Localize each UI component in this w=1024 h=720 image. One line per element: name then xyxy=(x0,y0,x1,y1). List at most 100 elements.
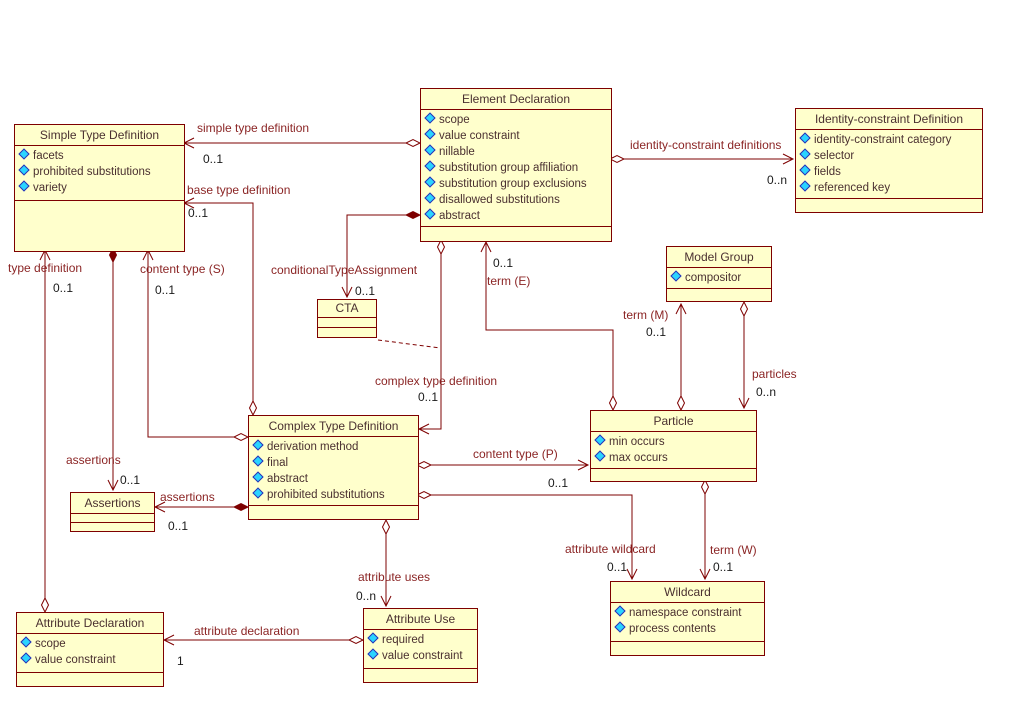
class-wildcard[interactable]: Wildcard namespace constraint process co… xyxy=(610,581,765,656)
attribute-row: compositor xyxy=(667,270,771,286)
edge-multiplicity: 0..1 xyxy=(155,283,175,297)
edge-base-type-definition[interactable] xyxy=(184,203,253,415)
edge-multiplicity: 0..n xyxy=(756,385,776,399)
attribute-diamond-icon xyxy=(367,648,379,660)
attributes-compartment: identity-constraint category selector fi… xyxy=(796,129,982,198)
edge-label: base type definition xyxy=(187,183,290,197)
operations-compartment xyxy=(364,668,477,682)
class-element-declaration[interactable]: Element Declaration scope value constrai… xyxy=(420,88,612,242)
class-title: CTA xyxy=(335,301,359,315)
attributes-compartment: facets prohibited substitutions variety xyxy=(15,145,184,200)
attribute-diamond-icon xyxy=(18,148,30,160)
attribute-label: selector xyxy=(814,150,855,162)
class-title: Identity-constraint Definition xyxy=(814,112,964,126)
attributes-compartment: required value constraint xyxy=(364,629,477,668)
attribute-label: value constraint xyxy=(439,130,520,142)
attribute-diamond-icon xyxy=(594,434,606,446)
class-particle[interactable]: Particle min occurs max occurs xyxy=(590,410,757,482)
edge-label: term (E) xyxy=(487,274,530,288)
operations-compartment xyxy=(611,641,764,655)
attribute-row: selector xyxy=(796,148,982,164)
attribute-label: referenced key xyxy=(814,182,891,194)
edge-multiplicity: 0..1 xyxy=(548,476,568,490)
attribute-diamond-icon xyxy=(252,439,264,451)
attribute-label: derivation method xyxy=(267,441,359,453)
class-title: Model Group xyxy=(684,250,754,264)
edge-label: type definition xyxy=(8,261,82,275)
attribute-label: final xyxy=(267,457,289,469)
attribute-diamond-icon xyxy=(18,180,30,192)
attribute-row: substitution group exclusions xyxy=(421,176,611,192)
edge-label: identity-constraint definitions xyxy=(630,138,781,152)
operations-compartment xyxy=(318,327,376,337)
edge-multiplicity: 0..n xyxy=(356,589,376,603)
attribute-row: required xyxy=(364,632,477,648)
attribute-row: nillable xyxy=(421,144,611,160)
attribute-diamond-icon xyxy=(424,128,436,140)
edge-content-type-s[interactable] xyxy=(148,250,248,437)
edge-multiplicity: 0..1 xyxy=(355,284,375,298)
attribute-diamond-icon xyxy=(614,605,626,617)
operations-compartment xyxy=(249,505,418,519)
attribute-diamond-icon xyxy=(252,471,264,483)
class-complex-type-definition[interactable]: Complex Type Definition derivation metho… xyxy=(248,415,419,520)
attribute-row: value constraint xyxy=(421,128,611,144)
edge-multiplicity: 1 xyxy=(177,654,184,668)
attribute-row: facets xyxy=(15,148,184,164)
class-simple-type-definition[interactable]: Simple Type Definition facets prohibited… xyxy=(14,124,185,252)
attribute-label: prohibited substitutions xyxy=(33,166,151,178)
edge-multiplicity: 0..1 xyxy=(607,560,627,574)
attribute-label: fields xyxy=(814,166,841,178)
attribute-diamond-icon xyxy=(20,636,32,648)
attribute-diamond-icon xyxy=(424,208,436,220)
edge-label: attribute declaration xyxy=(194,624,299,638)
class-attribute-use[interactable]: Attribute Use required value constraint xyxy=(363,608,478,683)
class-title: Simple Type Definition xyxy=(39,128,160,142)
attribute-row: namespace constraint xyxy=(611,605,764,621)
edge-cta-association-link[interactable] xyxy=(377,339,441,349)
edge-attribute-wildcard[interactable] xyxy=(417,495,632,579)
operations-compartment xyxy=(421,226,611,241)
attributes-compartment: derivation method final abstract prohibi… xyxy=(249,436,418,505)
class-assertions[interactable]: Assertions xyxy=(70,492,155,532)
attribute-diamond-icon xyxy=(799,132,811,144)
class-title: Assertions xyxy=(84,496,141,510)
attributes-compartment: scope value constraint nillable substitu… xyxy=(421,109,611,226)
attribute-row: process contents xyxy=(611,621,764,637)
attribute-diamond-icon xyxy=(424,192,436,204)
attribute-diamond-icon xyxy=(670,270,682,282)
attribute-label: process contents xyxy=(629,623,716,635)
attribute-row: min occurs xyxy=(591,434,756,450)
attributes-compartment xyxy=(71,513,154,522)
class-title: Attribute Use xyxy=(385,612,456,626)
edge-multiplicity: 0..1 xyxy=(120,473,140,487)
edge-label: term (M) xyxy=(623,308,668,322)
edge-complex-type-definition[interactable] xyxy=(419,240,441,429)
attribute-label: scope xyxy=(439,114,470,126)
attributes-compartment: min occurs max occurs xyxy=(591,431,756,468)
attribute-diamond-icon xyxy=(367,632,379,644)
class-title: Particle xyxy=(653,414,694,428)
operations-compartment xyxy=(796,198,982,212)
class-model-group[interactable]: Model Group compositor xyxy=(666,246,772,302)
attribute-label: nillable xyxy=(439,146,475,158)
edge-label: conditionalTypeAssignment xyxy=(271,263,418,277)
attribute-label: facets xyxy=(33,150,64,162)
attribute-diamond-icon xyxy=(799,164,811,176)
edge-term-e[interactable] xyxy=(486,242,613,410)
attribute-label: abstract xyxy=(439,210,480,222)
class-identity-constraint-definition[interactable]: Identity-constraint Definition identity-… xyxy=(795,108,983,213)
attribute-row: value constraint xyxy=(17,652,163,668)
class-attribute-declaration[interactable]: Attribute Declaration scope value constr… xyxy=(16,612,164,687)
attribute-label: min occurs xyxy=(609,436,665,448)
class-cta[interactable]: CTA xyxy=(317,299,377,338)
edge-conditional-type-assignment[interactable] xyxy=(347,215,420,297)
edge-label: complex type definition xyxy=(375,374,497,388)
attribute-label: value constraint xyxy=(35,654,116,666)
attribute-row: prohibited substitutions xyxy=(249,487,418,503)
attribute-diamond-icon xyxy=(424,112,436,124)
edge-multiplicity: 0..1 xyxy=(53,281,73,295)
edge-label: simple type definition xyxy=(197,121,309,135)
attribute-row: substitution group affiliation xyxy=(421,160,611,176)
